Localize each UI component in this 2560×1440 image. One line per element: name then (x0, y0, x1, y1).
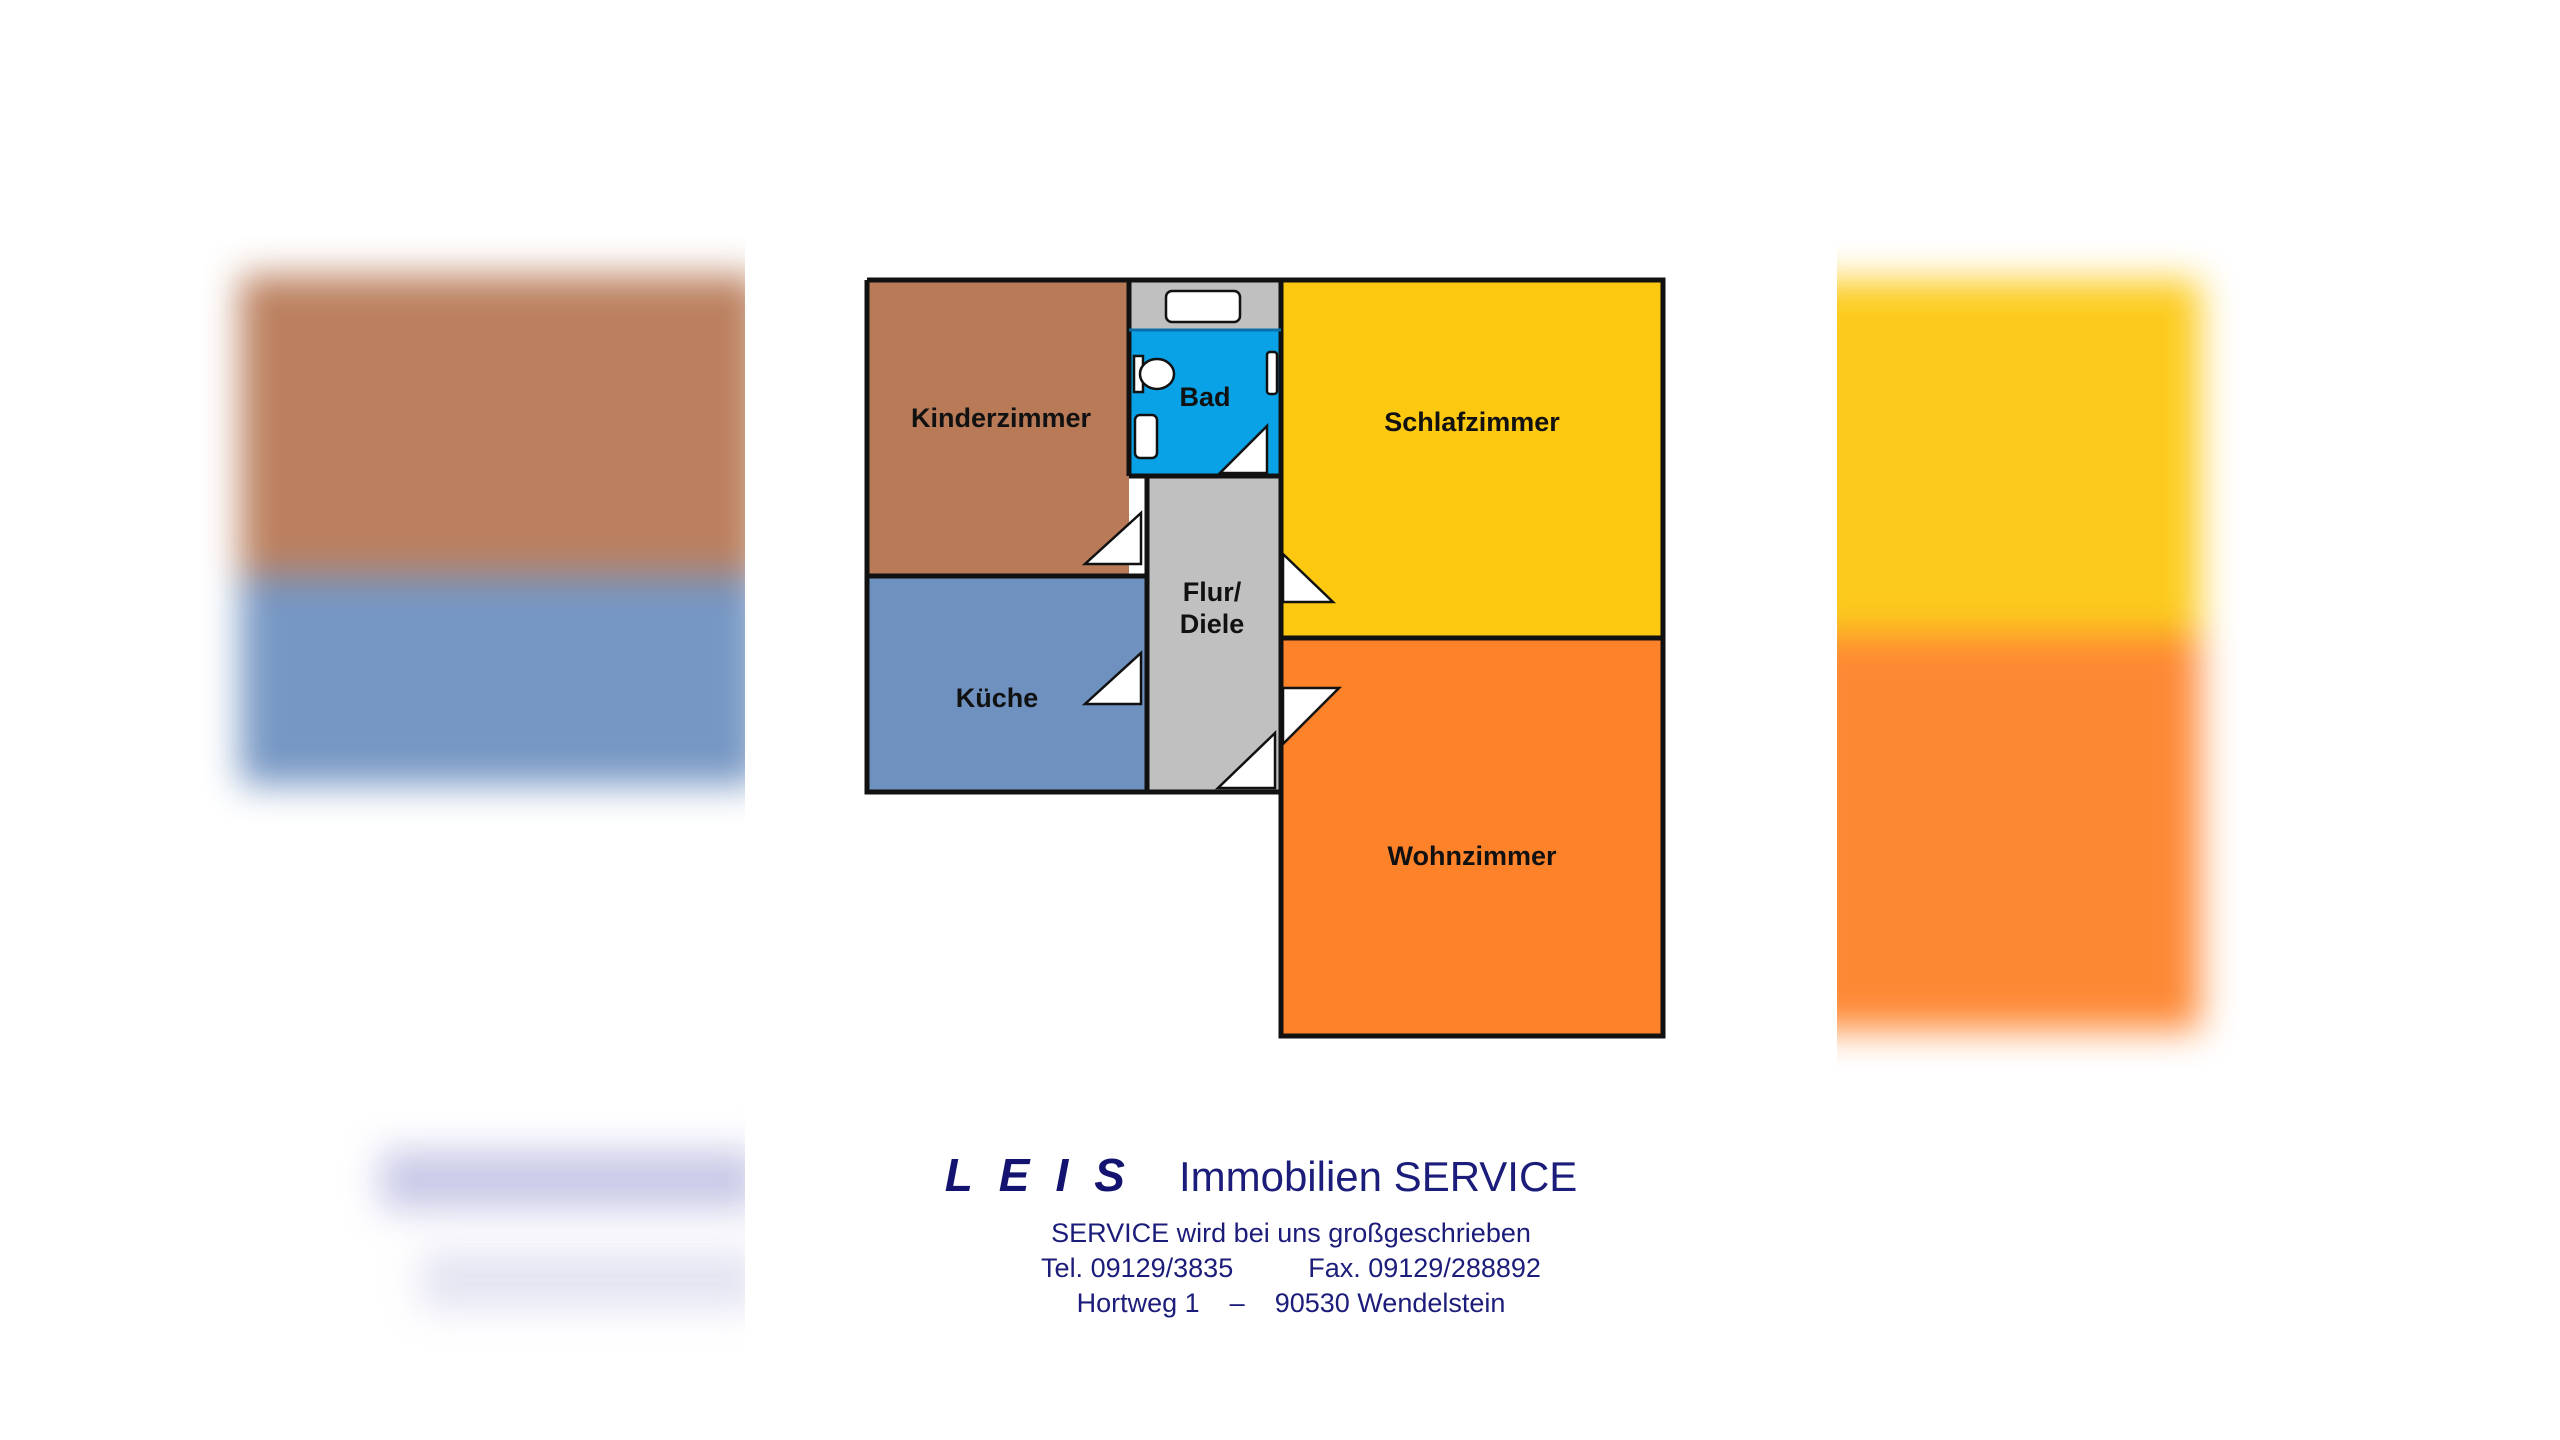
room-flur (1147, 476, 1281, 792)
floorplan-panel: Kinderzimmer Bad Schlafzimmer Flur/ Diel… (745, 228, 1837, 1440)
door-wohnzimmer (1281, 686, 1343, 748)
door-bad (1216, 422, 1269, 475)
company-slogan: SERVICE wird bei uns großgeschrieben (1051, 1218, 1531, 1248)
fax-number: Fax. 09129/288892 (1308, 1253, 1541, 1283)
outer-wall (864, 277, 1666, 1039)
room-wohnzimmer (1281, 638, 1663, 1036)
washbasin-icon (1133, 413, 1159, 460)
company-name: Immobilien SERVICE (1178, 1153, 1578, 1200)
door-kueche (1081, 650, 1143, 706)
bathtub-icon (1164, 289, 1242, 324)
walls (864, 277, 1666, 1039)
address-separator: – (1229, 1288, 1245, 1318)
city-address: 90530 Wendelstein (1274, 1288, 1506, 1318)
toilet-icon (1138, 357, 1176, 391)
floor-plan: Kinderzimmer Bad Schlafzimmer Flur/ Diel… (864, 277, 1666, 1039)
door-kinderzimmer (1081, 510, 1143, 566)
contact-line: Tel. 09129/3835 Fax. 09129/288892 (745, 1251, 1837, 1286)
label-flur-line2: Diele (1180, 609, 1245, 639)
bathroom-fixtures (1132, 289, 1279, 460)
sink-icon (1265, 350, 1279, 396)
room-kueche (867, 576, 1147, 792)
label-wohnzimmer: Wohnzimmer (1387, 841, 1557, 871)
street-address: Hortweg 1 (1076, 1288, 1200, 1318)
doors (1081, 422, 1343, 790)
company-logo: LEIS (944, 1149, 1151, 1201)
blurred-logo (380, 1150, 760, 1210)
blurred-footer-text (420, 1250, 760, 1310)
label-kueche: Küche (956, 683, 1039, 713)
label-kinderzimmer: Kinderzimmer (911, 403, 1092, 433)
door-entrance (1214, 730, 1277, 790)
label-schlafzimmer: Schlafzimmer (1384, 407, 1560, 437)
blurred-kueche (240, 575, 760, 785)
blurred-wohnzimmer (1800, 635, 2200, 1030)
company-footer: LEIS Immobilien SERVICE SERVICE wird bei… (745, 1148, 1837, 1321)
address-line: Hortweg 1 – 90530 Wendelstein (745, 1286, 1837, 1321)
blurred-schlafzimmer (1800, 280, 2200, 635)
room-kinderzimmer (867, 280, 1129, 576)
label-flur-line1: Flur/ (1183, 577, 1242, 607)
phone-number: Tel. 09129/3835 (1041, 1253, 1234, 1283)
blurred-kinderzimmer (240, 275, 760, 575)
room-schlafzimmer (1281, 280, 1663, 638)
brand-line: LEIS Immobilien SERVICE (685, 1148, 1837, 1202)
label-bad: Bad (1179, 382, 1230, 412)
door-schlafzimmer (1281, 551, 1337, 604)
